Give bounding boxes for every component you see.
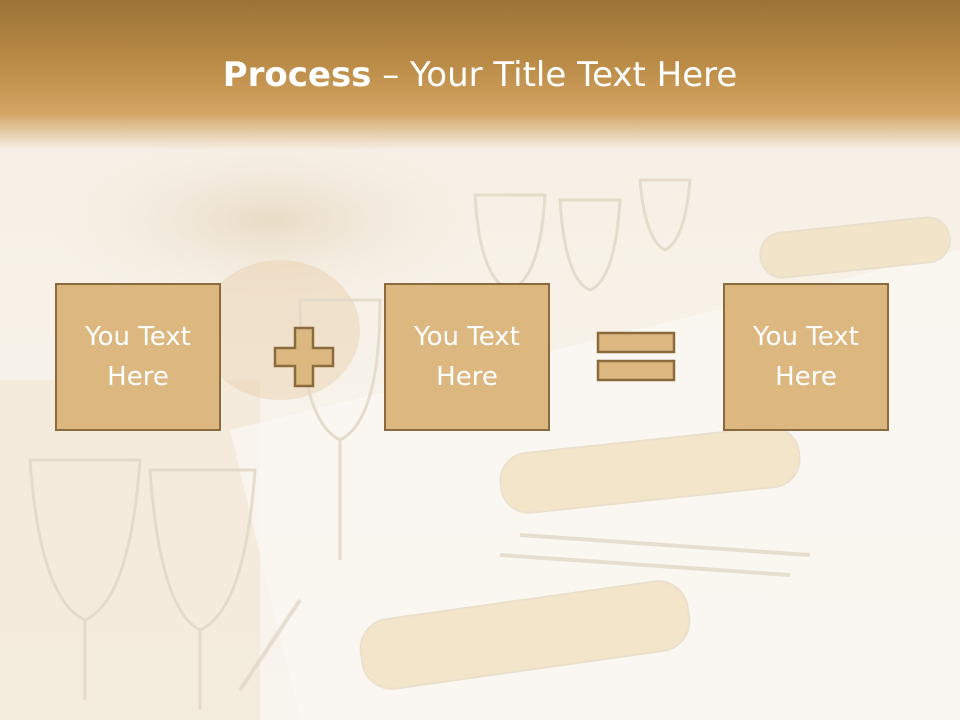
title-bold-text: Process <box>222 55 372 95</box>
plus-icon <box>273 326 335 388</box>
title-bar <box>0 0 960 150</box>
title-rest-text: – Your Title Text Here <box>371 55 738 95</box>
process-box-3[interactable]: You Text Here <box>723 283 889 431</box>
equals-icon <box>596 331 676 382</box>
process-box-1[interactable]: You Text Here <box>55 283 221 431</box>
process-box-1-text: You Text Here <box>85 322 191 392</box>
slide-title[interactable]: Process – Your Title Text Here <box>0 55 960 95</box>
process-box-3-text: You Text Here <box>753 322 859 392</box>
process-box-2[interactable]: You Text Here <box>384 283 550 431</box>
process-box-2-text: You Text Here <box>414 322 520 392</box>
